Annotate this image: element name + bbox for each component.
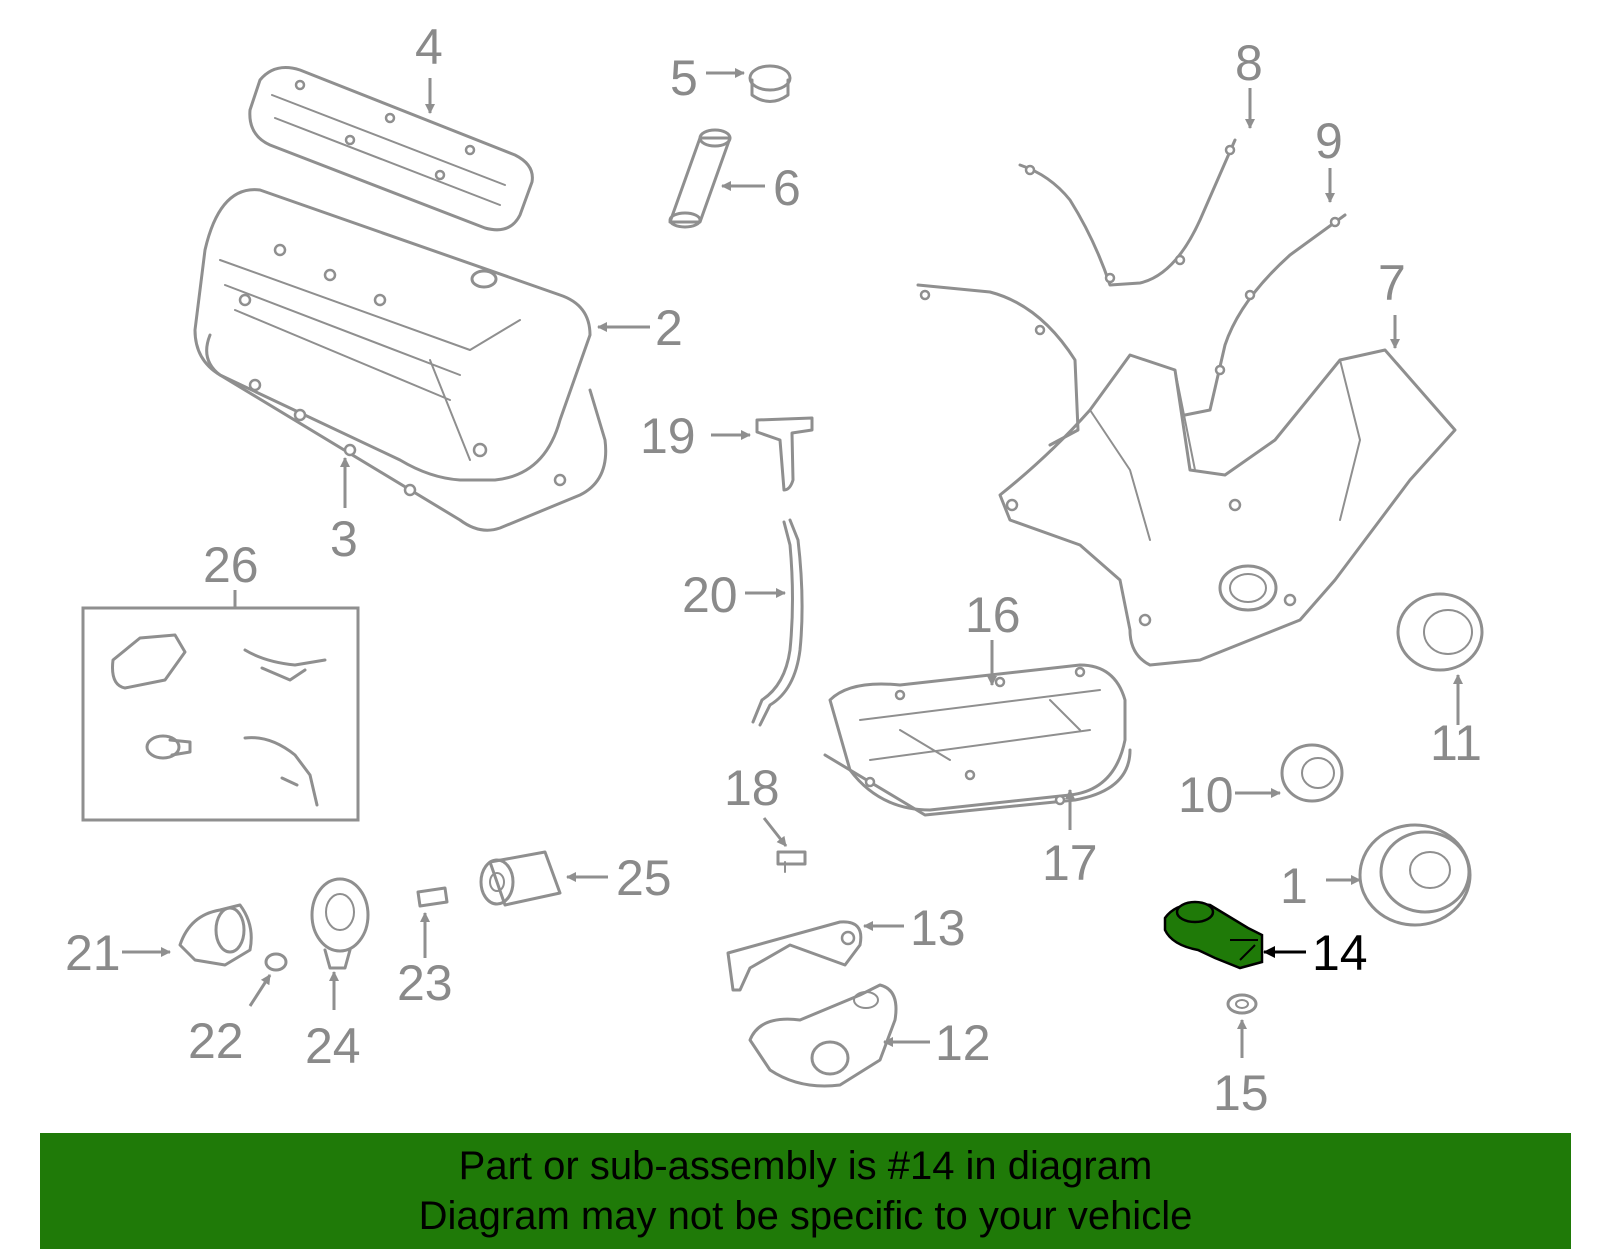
part-1-crankshaft-pulley[interactable] — [1358, 823, 1472, 927]
label-5: 5 — [670, 50, 698, 106]
banner-line-1: Part or sub-assembly is #14 in diagram — [458, 1144, 1153, 1188]
part-9-front-cover-gasket[interactable] — [1183, 213, 1347, 417]
part-12-housing[interactable] — [748, 983, 898, 1088]
part-23-plug[interactable] — [416, 886, 449, 908]
label-3: 3 — [330, 511, 358, 567]
label-12: 12 — [935, 1015, 991, 1071]
part-8-front-cover-gasket[interactable] — [1018, 138, 1237, 287]
label-17: 17 — [1042, 835, 1098, 891]
label-4: 4 — [415, 19, 443, 75]
label-15: 15 — [1213, 1065, 1269, 1121]
part-24-oil-cooler[interactable] — [310, 877, 370, 970]
part-7-timing-cover[interactable] — [998, 348, 1457, 667]
label-20: 20 — [682, 567, 738, 623]
label-10: 10 — [1178, 767, 1234, 823]
part-18-bolt[interactable] — [776, 850, 807, 873]
label-14: 14 — [1312, 925, 1368, 981]
info-banner: Part or sub-assembly is #14 in diagram D… — [40, 1133, 1571, 1249]
part-16-oil-pan[interactable] — [828, 663, 1127, 812]
label-13: 13 — [910, 900, 966, 956]
label-11: 11 — [1430, 715, 1482, 771]
part-14-highlighted-sensor[interactable] — [1163, 900, 1264, 970]
label-22: 22 — [188, 1013, 244, 1069]
part-19-dipstick-handle[interactable] — [755, 416, 814, 492]
label-7: 7 — [1378, 255, 1406, 311]
label-26: 26 — [203, 537, 259, 593]
label-8: 8 — [1235, 35, 1263, 91]
part-17-oil-pan-gasket[interactable] — [823, 748, 1132, 817]
part-20-dipstick-tube[interactable] — [751, 518, 804, 727]
part-13-bracket[interactable] — [726, 920, 863, 992]
label-19: 19 — [640, 408, 696, 464]
part-3-valve-cover-gasket[interactable] — [205, 333, 608, 532]
part-6-oil-filler-tube[interactable] — [668, 128, 732, 229]
part-11-front-seal[interactable] — [1396, 592, 1484, 672]
part-26-sensor-kit-inset[interactable] — [81, 606, 360, 822]
part-21-adapter[interactable] — [178, 903, 253, 967]
label-16: 16 — [965, 587, 1021, 643]
label-1: 1 — [1280, 858, 1308, 914]
part-15-washer[interactable] — [1226, 993, 1258, 1015]
label-18: 18 — [724, 760, 780, 816]
label-24: 24 — [305, 1018, 361, 1074]
banner-line-2: Diagram may not be specific to your vehi… — [418, 1194, 1193, 1238]
part-10-seal[interactable] — [1280, 743, 1344, 803]
label-21: 21 — [65, 925, 121, 981]
part-5-oil-cap[interactable] — [748, 64, 792, 103]
part-22-fitting[interactable] — [264, 952, 288, 972]
label-25: 25 — [616, 850, 672, 906]
label-6: 6 — [773, 160, 801, 216]
label-2: 2 — [655, 300, 683, 356]
part-25-oil-filter[interactable] — [479, 850, 562, 907]
part-4-valve-cover-cap[interactable] — [248, 66, 534, 232]
label-9: 9 — [1315, 113, 1343, 169]
part-2-valve-cover[interactable] — [193, 188, 592, 482]
part-gasket-left — [916, 283, 1080, 447]
label-23: 23 — [397, 955, 453, 1011]
